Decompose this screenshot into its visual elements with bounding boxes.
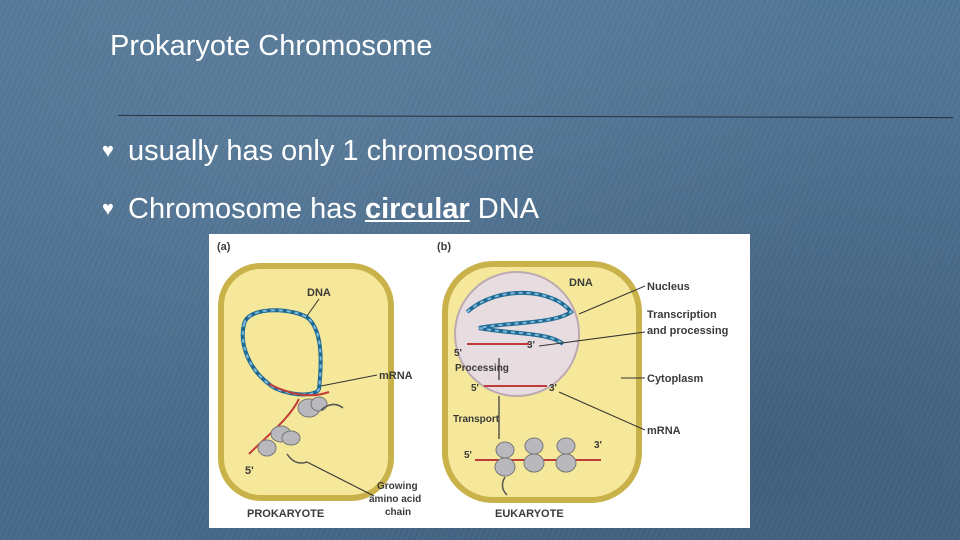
three-prime-mid: 3' <box>549 383 557 394</box>
processing-label: Processing <box>455 363 509 374</box>
mrna-label-a: mRNA <box>379 370 413 382</box>
linear-dna-strand-2 <box>466 291 573 345</box>
transport-label: Transport <box>453 414 500 425</box>
nucleus-label: Nucleus <box>647 281 690 293</box>
amino-chain-a1 <box>320 403 344 411</box>
heart-bullet-icon: ♥ <box>102 139 114 162</box>
cytoplasm-label: Cytoplasm <box>647 373 703 385</box>
growing-label: Growing <box>377 481 418 492</box>
three-prime-top: 3' <box>527 340 535 351</box>
heart-bullet-icon: ♥ <box>102 197 114 220</box>
eukaryote-ribosomes <box>494 437 577 477</box>
panel-a-label: (a) <box>217 241 231 253</box>
cell-diagram: (a) DNA mRNA 5' Growing amino acid chain… <box>217 241 728 520</box>
five-prime-top: 5' <box>454 348 462 359</box>
amino-chain-a2 <box>286 453 308 464</box>
cell-diagram-figure: (a) DNA mRNA 5' Growing amino acid chain… <box>209 234 750 528</box>
growing-pointer-a <box>306 461 375 497</box>
chain-label: chain <box>385 507 411 518</box>
bullet-item: ♥ usually has only 1 chromosome <box>102 132 539 170</box>
transcription-label: Transcription <box>647 309 717 321</box>
dna-label-a: DNA <box>307 287 331 299</box>
five-prime-a: 5' <box>245 465 254 477</box>
prokaryote-ribosomes <box>257 396 328 457</box>
bullet-list: ♥ usually has only 1 chromosome ♥ Chromo… <box>102 132 539 248</box>
amino-chain-b <box>501 476 508 496</box>
eukaryote-label: EUKARYOTE <box>495 508 564 520</box>
five-prime-mid: 5' <box>471 383 479 394</box>
slide-title: Prokaryote Chromosome <box>110 30 433 62</box>
bullet-text-emphasis: circular <box>364 192 470 225</box>
amino-acid-label: amino acid <box>369 494 421 505</box>
five-prime-bot: 5' <box>464 450 472 461</box>
and-processing-label: and processing <box>647 325 728 337</box>
circular-dna-strand-2 <box>241 309 322 396</box>
nucleus-pointer <box>578 285 646 315</box>
dna-pointer-a <box>306 298 320 317</box>
panel-b-label: (b) <box>437 241 451 253</box>
mrna-strand-a <box>268 383 330 397</box>
bullet-text-end: DNA <box>469 192 540 225</box>
transcription-pointer <box>538 331 646 347</box>
prokaryote-label: PROKARYOTE <box>247 508 324 520</box>
mrna-pointer-b <box>558 391 646 431</box>
bullet-item: ♥ Chromosome has circular DNA <box>102 190 539 228</box>
dna-label-b: DNA <box>569 277 593 289</box>
prokaryote-cell <box>218 263 394 501</box>
mrna-label-b: mRNA <box>647 425 681 437</box>
mrna-pointer-a <box>320 374 378 387</box>
three-prime-bot: 3' <box>594 440 602 451</box>
bullet-text-start: Chromosome has <box>128 192 365 225</box>
bullet-text: usually has only 1 chromosome <box>128 134 535 167</box>
